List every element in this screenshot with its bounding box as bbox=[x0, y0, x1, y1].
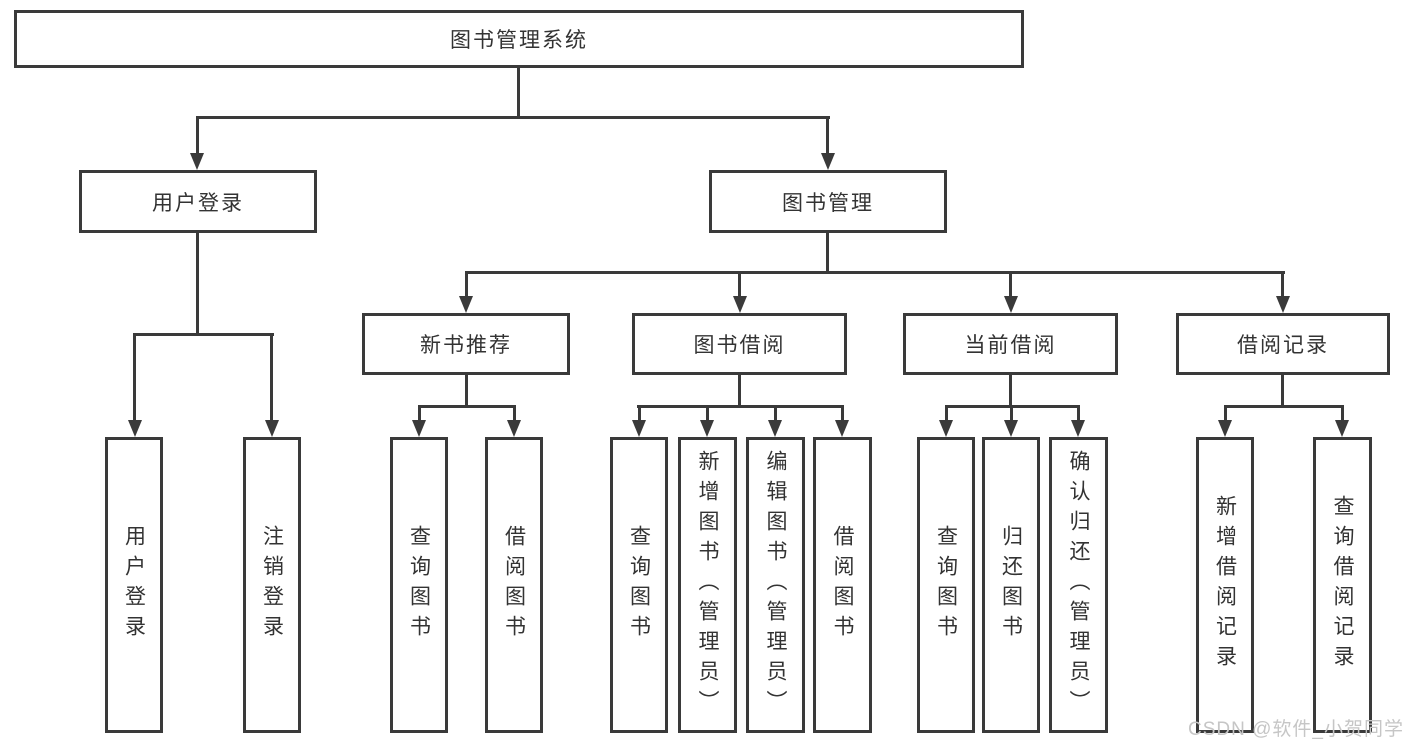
leaf-logout: 注销登录 bbox=[243, 437, 301, 733]
leaf-label: 查询借阅记录 bbox=[1331, 495, 1354, 675]
leaf-label: 查询图书 bbox=[407, 525, 431, 645]
connector-line bbox=[738, 375, 741, 407]
leaf-edit-books-admin: 编辑图书（管理员） bbox=[746, 437, 805, 733]
leaf-return-books: 归还图书 bbox=[982, 437, 1040, 733]
node-label: 用户登录 bbox=[152, 191, 244, 215]
leaf-add-books-admin: 新增图书（管理员） bbox=[678, 437, 737, 733]
node-book-management: 图书管理 bbox=[709, 170, 947, 233]
leaf-label: 注销登录 bbox=[260, 525, 284, 645]
arrow-head bbox=[835, 420, 849, 437]
connector-line bbox=[465, 271, 468, 297]
node-label: 新书推荐 bbox=[420, 334, 512, 357]
arrow-head bbox=[1071, 420, 1085, 437]
node-user-login: 用户登录 bbox=[79, 170, 317, 233]
watermark: CSDN @软件_小贺同学 bbox=[1188, 719, 1404, 740]
connector-line bbox=[841, 405, 844, 424]
arrow-head bbox=[190, 153, 204, 170]
connector-line bbox=[465, 271, 1285, 274]
arrow-head bbox=[412, 420, 426, 437]
arrow-head bbox=[733, 296, 747, 313]
connector-line bbox=[706, 405, 709, 424]
arrow-head bbox=[1004, 296, 1018, 313]
connector-line bbox=[1077, 405, 1080, 424]
leaf-label: 借阅图书 bbox=[502, 525, 526, 645]
node-book-borrow: 图书借阅 bbox=[632, 313, 847, 375]
leaf-add-borrow-record: 新增借阅记录 bbox=[1196, 437, 1254, 733]
connector-line bbox=[1281, 271, 1284, 297]
connector-line bbox=[513, 405, 516, 424]
arrow-head bbox=[1276, 296, 1290, 313]
leaf-label: 新增图书（管理员） bbox=[696, 450, 719, 720]
connector-line bbox=[637, 405, 843, 408]
leaf-label: 新增借阅记录 bbox=[1213, 495, 1237, 675]
leaf-label: 用户登录 bbox=[122, 525, 146, 645]
connector-line bbox=[133, 333, 274, 336]
leaf-label: 归还图书 bbox=[999, 525, 1023, 645]
arrow-head bbox=[939, 420, 953, 437]
leaf-user-login: 用户登录 bbox=[105, 437, 163, 733]
arrow-head bbox=[507, 420, 521, 437]
leaf-query-books-current: 查询图书 bbox=[917, 437, 975, 733]
connector-line bbox=[1281, 375, 1284, 407]
leaf-label: 查询图书 bbox=[627, 525, 651, 645]
connector-line bbox=[418, 405, 515, 408]
leaf-label: 借阅图书 bbox=[831, 525, 854, 645]
connector-line bbox=[418, 405, 421, 424]
leaf-query-books-recommend: 查询图书 bbox=[390, 437, 448, 733]
node-label: 当前借阅 bbox=[964, 334, 1057, 357]
connector-line bbox=[517, 68, 520, 118]
node-label: 图书借阅 bbox=[693, 334, 786, 357]
connector-line bbox=[945, 405, 948, 424]
arrow-head bbox=[1335, 420, 1349, 437]
arrow-head bbox=[459, 296, 473, 313]
connector-line bbox=[1224, 405, 1227, 424]
node-borrow-records: 借阅记录 bbox=[1176, 313, 1390, 375]
connector-line bbox=[196, 116, 830, 119]
connector-line bbox=[826, 116, 829, 156]
leaf-borrow-books: 借阅图书 bbox=[813, 437, 872, 733]
node-label: 借阅记录 bbox=[1237, 334, 1329, 357]
connector-line bbox=[1341, 405, 1344, 424]
connector-line bbox=[270, 333, 273, 422]
leaf-label: 确认归还（管理员） bbox=[1067, 450, 1090, 720]
leaf-confirm-return-admin: 确认归还（管理员） bbox=[1049, 437, 1108, 733]
leaf-label: 查询图书 bbox=[934, 525, 958, 645]
node-new-book-recommend: 新书推荐 bbox=[362, 313, 570, 375]
connector-line bbox=[1009, 375, 1012, 407]
arrow-head bbox=[700, 420, 714, 437]
node-root: 图书管理系统 bbox=[14, 10, 1024, 68]
leaf-query-borrow-record: 查询借阅记录 bbox=[1313, 437, 1372, 733]
node-current-borrow: 当前借阅 bbox=[903, 313, 1118, 375]
connector-line bbox=[638, 405, 641, 424]
arrow-head bbox=[821, 153, 835, 170]
connector-line bbox=[133, 333, 136, 422]
arrow-head bbox=[768, 420, 782, 437]
arrow-head bbox=[1004, 420, 1018, 437]
arrow-head bbox=[265, 420, 279, 437]
connector-line bbox=[1224, 405, 1343, 408]
node-label: 图书管理系统 bbox=[450, 29, 588, 52]
arrow-head bbox=[128, 420, 142, 437]
leaf-query-books-borrow: 查询图书 bbox=[610, 437, 668, 733]
connector-line bbox=[465, 375, 468, 407]
connector-line bbox=[774, 405, 777, 424]
arrow-head bbox=[1218, 420, 1232, 437]
connector-line bbox=[1010, 405, 1013, 424]
leaf-borrow-books-recommend: 借阅图书 bbox=[485, 437, 543, 733]
connector-line bbox=[1009, 271, 1012, 297]
connector-line bbox=[826, 233, 829, 274]
arrow-head bbox=[632, 420, 646, 437]
leaf-label: 编辑图书（管理员） bbox=[764, 450, 787, 720]
connector-line bbox=[196, 116, 199, 156]
connector-line bbox=[738, 271, 741, 297]
connector-line bbox=[196, 233, 199, 336]
node-label: 图书管理 bbox=[782, 191, 874, 215]
